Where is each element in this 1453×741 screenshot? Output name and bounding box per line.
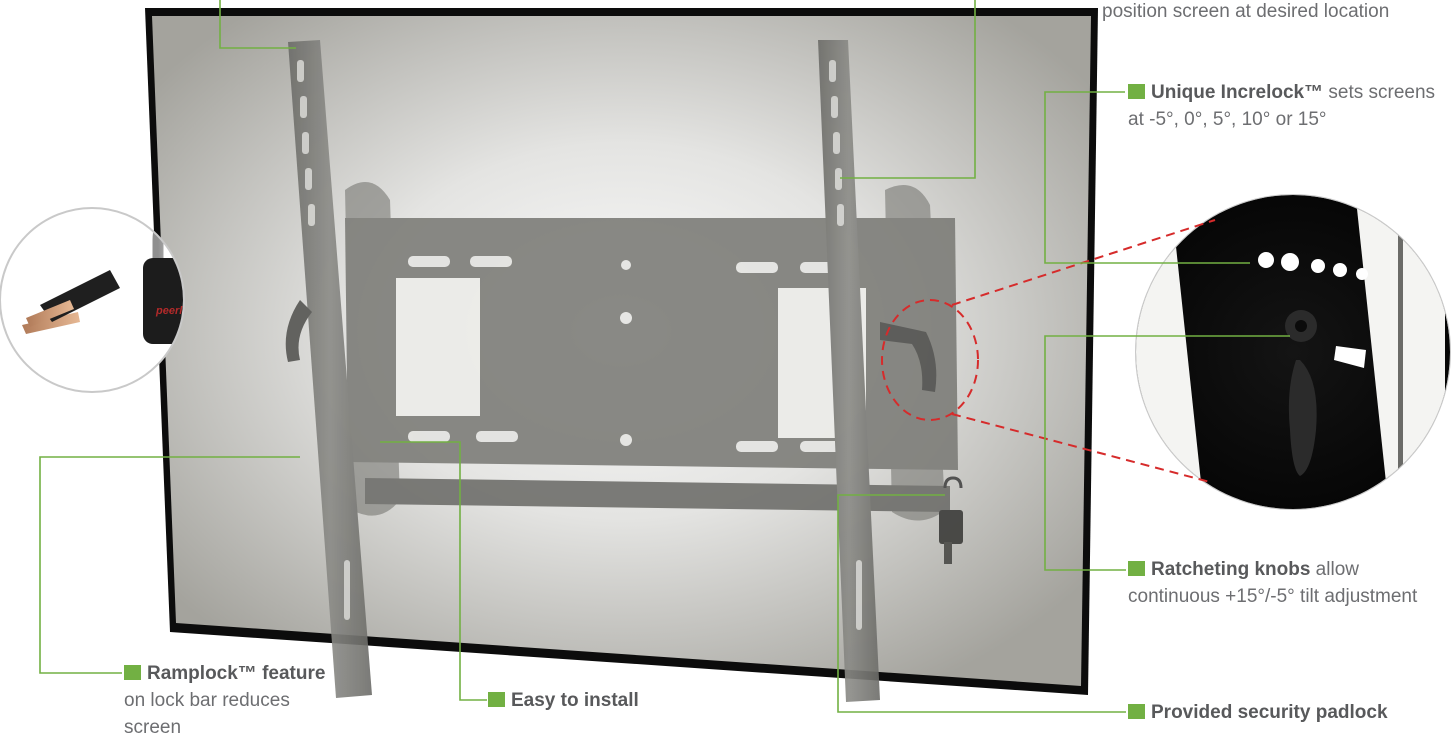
callout-increlock: Unique Increlock™ sets screens at -5°, 0…	[1128, 82, 1436, 130]
callout-position-screen: position screen at desired location	[1102, 1, 1390, 22]
bullet-square	[1128, 84, 1145, 99]
callout-ramplock: Ramplock™ feature on lock bar reduces sc…	[124, 663, 326, 738]
mini-padlock	[939, 476, 963, 564]
padlock-brand-label: peerless-AV	[155, 305, 220, 317]
callout-security-padlock: Provided security padlock	[1128, 699, 1453, 726]
leader-lines	[39, 0, 1290, 713]
lock-bar	[365, 478, 950, 512]
bullet-square	[488, 692, 505, 707]
right-vertical-rail	[818, 40, 880, 702]
ratchet-knob	[880, 322, 937, 392]
diagram-canvas: peerless-AV	[0, 0, 1451, 713]
wall-mount-bracket	[285, 40, 963, 702]
callout-ratcheting-knobs: Ratcheting knobs allow continuous +15°/-…	[1128, 559, 1418, 607]
ratchet-knob-closeup	[1288, 360, 1317, 476]
bullet-square	[124, 665, 141, 680]
bullet-square	[1128, 704, 1145, 719]
left-vertical-rail	[288, 40, 372, 698]
bullet-square	[1128, 561, 1145, 576]
callout-easy-install: Easy to install	[488, 687, 748, 714]
padlock-detail-circle: peerless-AV	[0, 207, 220, 393]
ratchet-zoom-circle	[1135, 194, 1451, 510]
